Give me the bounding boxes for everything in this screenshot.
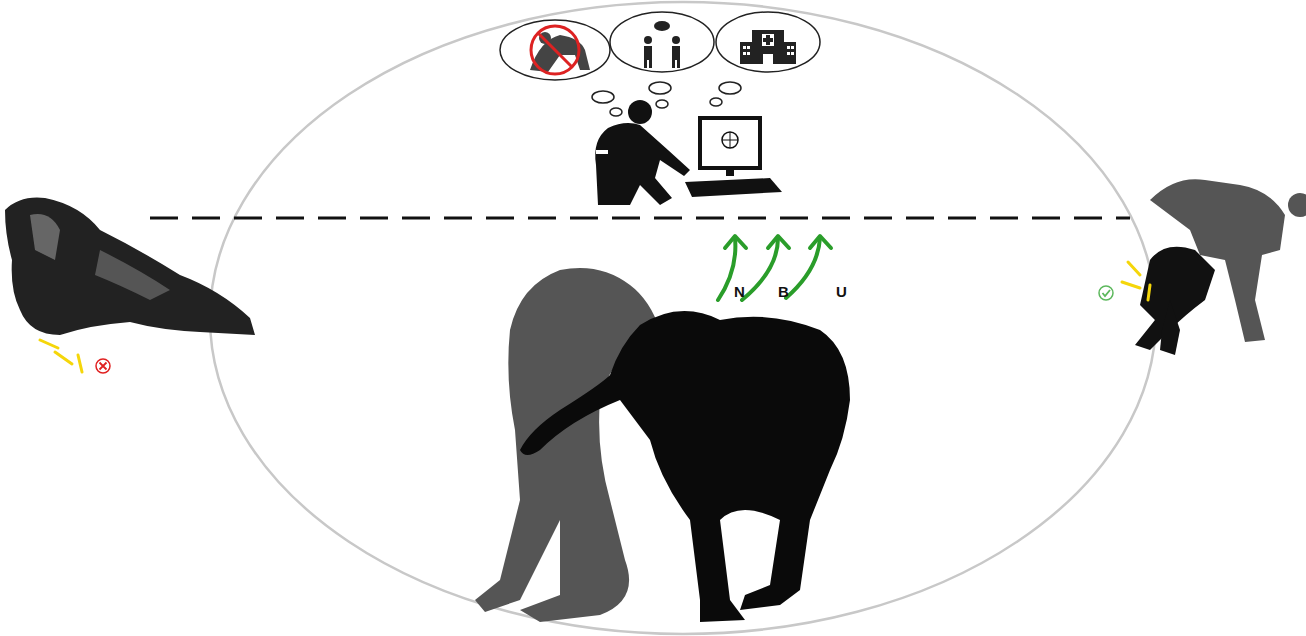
arrow-letter: U <box>836 284 847 299</box>
no-fight-icon <box>530 26 590 74</box>
talk-icon <box>644 21 680 68</box>
fighters <box>475 268 850 622</box>
person-at-computer <box>595 100 782 205</box>
dashed-line <box>150 217 1130 220</box>
thrown-person <box>1099 179 1306 355</box>
arena-ellipse <box>210 2 1156 634</box>
thought-bubbles <box>500 12 820 116</box>
injured-person <box>5 198 255 374</box>
arrow-letter: B <box>778 284 789 299</box>
arrow-letter: N <box>734 284 745 299</box>
up-arrows <box>718 236 831 300</box>
hospital-icon <box>740 30 796 64</box>
